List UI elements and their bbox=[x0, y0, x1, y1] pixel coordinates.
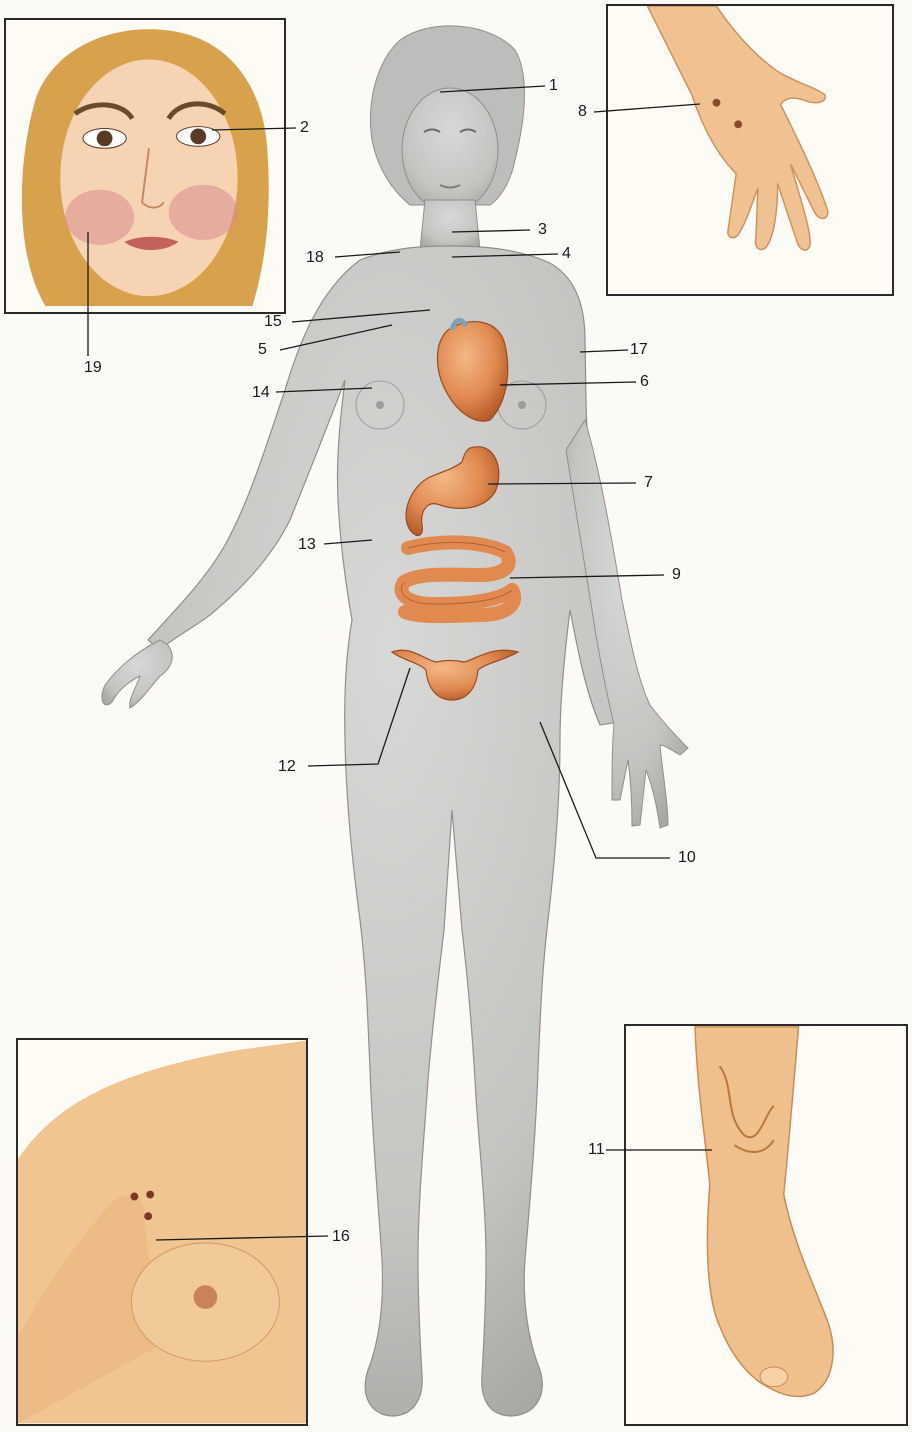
label-12: 12 bbox=[278, 759, 296, 775]
label-9: 9 bbox=[672, 567, 681, 583]
label-11: 11 bbox=[588, 1142, 605, 1158]
label-10: 10 bbox=[678, 850, 696, 866]
label-7: 7 bbox=[644, 475, 653, 491]
figure-hand-left bbox=[102, 640, 172, 708]
label-18: 18 bbox=[306, 250, 324, 266]
inset-axilla bbox=[16, 1038, 308, 1426]
label-8: 8 bbox=[578, 104, 587, 120]
label-19: 19 bbox=[84, 360, 102, 376]
label-3: 3 bbox=[538, 222, 547, 238]
label-14: 14 bbox=[252, 385, 270, 401]
label-15: 15 bbox=[264, 314, 282, 330]
label-17: 17 bbox=[630, 342, 648, 358]
figure-neck bbox=[420, 200, 480, 250]
inset-foot bbox=[624, 1024, 908, 1426]
label-4: 4 bbox=[562, 246, 571, 262]
label-2: 2 bbox=[300, 120, 309, 136]
hand-illustration bbox=[608, 6, 892, 294]
label-13: 13 bbox=[298, 537, 316, 553]
label-5: 5 bbox=[258, 342, 267, 358]
inset-face bbox=[4, 18, 286, 314]
axilla-illustration bbox=[18, 1040, 306, 1424]
inset-hand bbox=[606, 4, 894, 296]
label-1: 1 bbox=[549, 78, 558, 94]
figure-face bbox=[402, 88, 498, 212]
face-illustration bbox=[6, 20, 284, 312]
label-16: 16 bbox=[332, 1229, 350, 1245]
label-6: 6 bbox=[640, 374, 649, 390]
foot-illustration bbox=[626, 1026, 906, 1424]
